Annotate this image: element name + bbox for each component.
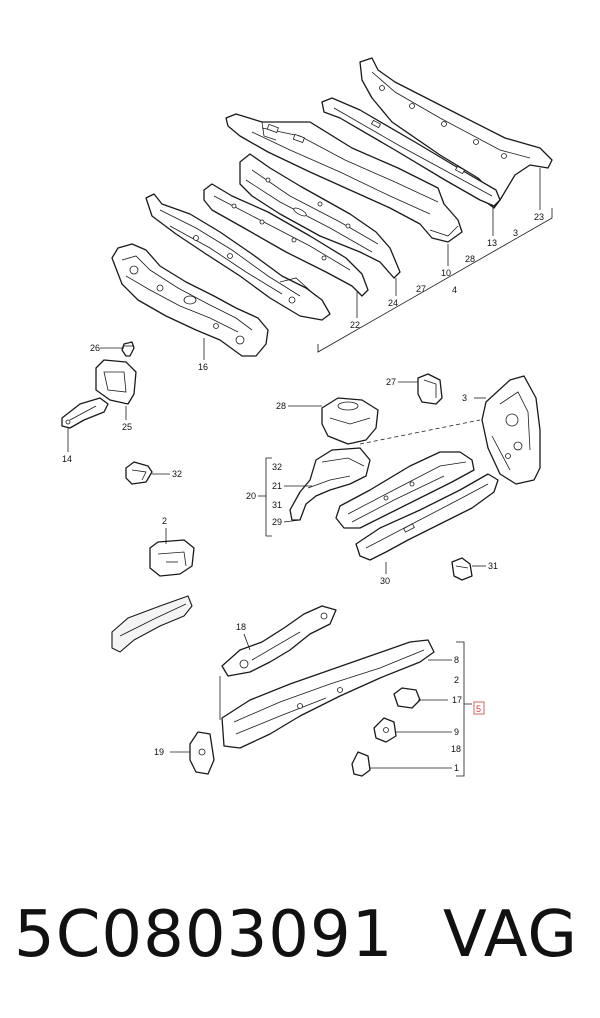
part-30-rail — [355, 473, 499, 561]
callout-13: 13 — [487, 238, 497, 248]
callout-5: 5 — [476, 704, 481, 714]
parts-exploded-diagram: 23 13 3 28 10 27 4 24 22 16 26 25 14 32 … — [61, 57, 553, 777]
callout-19: 19 — [154, 747, 164, 757]
part-19-plate — [189, 731, 215, 775]
callout-2-lower: 2 — [454, 675, 459, 685]
part-25-bracket — [95, 359, 137, 405]
callout-17: 17 — [452, 695, 462, 705]
callout-22: 22 — [350, 320, 360, 330]
part-17-bracket — [393, 687, 421, 709]
part-upper-inner-panel — [145, 193, 331, 321]
callout-24: 24 — [388, 298, 398, 308]
callout-5-box — [473, 701, 485, 715]
callout-3-top: 3 — [513, 228, 518, 238]
callout-18-upper: 18 — [236, 622, 246, 632]
callout-27-top: 27 — [416, 284, 426, 294]
callout-21: 21 — [272, 481, 282, 491]
callout-31-group: 31 — [272, 500, 282, 510]
callout-23: 23 — [534, 212, 544, 222]
part-14-bracket — [61, 397, 109, 429]
callout-26: 26 — [90, 343, 100, 353]
part-2-bracket — [149, 539, 195, 577]
part-27-bracket — [417, 373, 443, 405]
part-20-rail — [335, 451, 475, 529]
part-32-clip — [125, 461, 153, 485]
callout-4: 4 — [452, 285, 457, 295]
callout-25: 25 — [122, 422, 132, 432]
callout-8: 8 — [454, 655, 459, 665]
part-9-bracket — [373, 717, 397, 743]
part-8-rail — [221, 639, 435, 749]
part-21-housing — [289, 447, 371, 521]
part-18-bracket — [221, 605, 337, 677]
part-23-rail — [359, 57, 553, 209]
part-22-member — [203, 183, 369, 297]
brand-name: VAG — [443, 898, 578, 972]
callout-16: 16 — [198, 362, 208, 372]
callout-18-lower: 18 — [451, 744, 461, 754]
callout-1: 1 — [454, 763, 459, 773]
part-10-panel — [225, 113, 463, 243]
part-3-pillar — [481, 375, 541, 485]
callout-31-right: 31 — [488, 561, 498, 571]
callout-2-upper: 2 — [162, 516, 167, 526]
part-side-member-left — [111, 595, 193, 653]
callout-27-mid: 27 — [386, 377, 396, 387]
part-26-clip — [121, 341, 135, 357]
part-1-bracket — [351, 751, 371, 777]
callout-3-mid: 3 — [462, 393, 467, 403]
callout-20: 20 — [246, 491, 256, 501]
part-31-clip — [451, 557, 473, 581]
callout-28-mid: 28 — [276, 401, 286, 411]
callout-10: 10 — [441, 268, 451, 278]
callout-14: 14 — [62, 454, 72, 464]
part-24-panel — [239, 153, 401, 279]
part-number: 5C0803091 — [14, 898, 394, 972]
part-28-dome — [321, 397, 379, 445]
callout-29: 29 — [272, 517, 282, 527]
part-16-panel — [111, 243, 269, 357]
callout-32-left: 32 — [172, 469, 182, 479]
callout-30: 30 — [380, 576, 390, 586]
callout-28-top: 28 — [465, 254, 475, 264]
callout-32-group: 32 — [272, 462, 282, 472]
part-footer: 5C0803091 VAG — [0, 880, 600, 990]
part-13-rail — [321, 97, 501, 207]
callout-9: 9 — [454, 727, 459, 737]
